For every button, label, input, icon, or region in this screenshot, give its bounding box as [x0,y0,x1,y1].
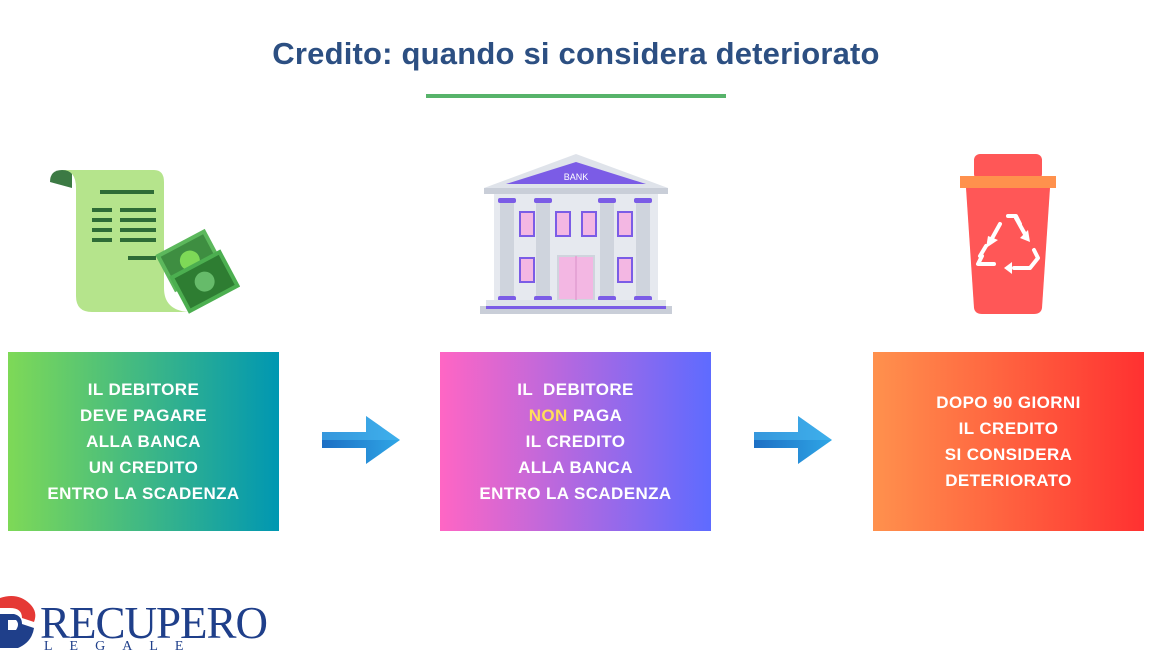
step2-line-3: IL CREDITO [525,431,626,451]
logo-subtitle: LEGALE [44,639,201,654]
scroll-money-icon [50,170,240,314]
step3-line-2: IL CREDITO [958,418,1059,438]
step1-line-3: ALLA BANCA [86,431,201,451]
step1-line-1: IL DEBITORE [87,379,200,399]
title-underline [426,94,726,98]
page-title: Credito: quando si considera deteriorato [272,36,880,71]
step3-line-1: DOPO 90 GIORNI [936,392,1081,412]
step3-line-4: DETERIORATO [945,470,1072,490]
arrow-right-icon [322,416,400,464]
step-box-2: IL DEBITORE NON PAGA IL CREDITO ALLA BAN… [440,352,711,531]
logo-emblem-icon [0,596,36,648]
bank-icon: BANK [480,154,672,314]
step-box-1: IL DEBITORE DEVE PAGARE ALLA BANCA UN CR… [8,352,279,531]
bank-label: BANK [564,172,589,182]
step2-line-2: NON PAGA [529,403,623,429]
step2-line-4: ALLA BANCA [518,457,633,477]
arrow-right-icon [754,416,832,464]
step1-line-4: UN CREDITO [88,457,199,477]
step3-line-3: SI CONSIDERA [944,444,1073,464]
highlight-non: NON [528,405,568,425]
logo-name: RECUPERO [40,598,268,648]
step-box-3: DOPO 90 GIORNI IL CREDITO SI CONSIDERA D… [873,352,1144,531]
step1-line-2: DEVE PAGARE [80,405,207,425]
step2-line-1: IL DEBITORE [517,379,634,399]
step2-line-2-rest: PAGA [567,405,623,425]
trash-bin-recycle-icon [960,154,1056,314]
step2-line-5: ENTRO LA SCADENZA [479,483,672,503]
step1-line-5: ENTRO LA SCADENZA [47,483,240,503]
